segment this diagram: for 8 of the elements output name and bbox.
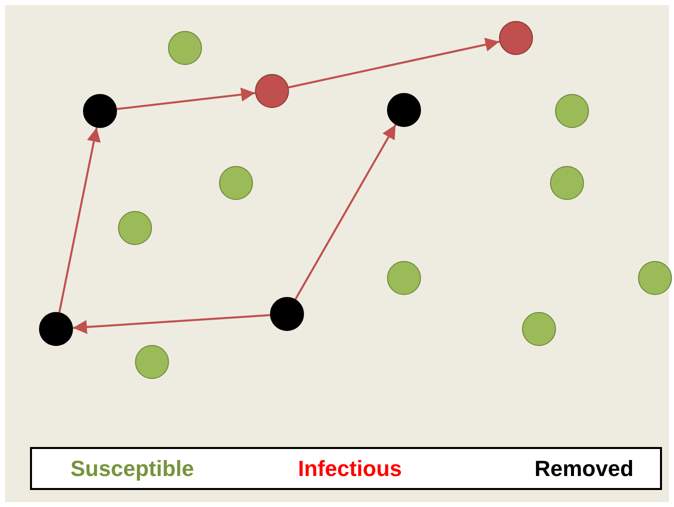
- legend-label: Infectious: [298, 456, 402, 482]
- arrow: [288, 38, 500, 88]
- arrow: [72, 314, 270, 334]
- legend-label: Removed: [534, 456, 634, 482]
- arrow: [294, 124, 396, 300]
- arrow: [58, 127, 101, 313]
- arrow: [116, 88, 256, 110]
- legend-label: Susceptible: [70, 456, 194, 482]
